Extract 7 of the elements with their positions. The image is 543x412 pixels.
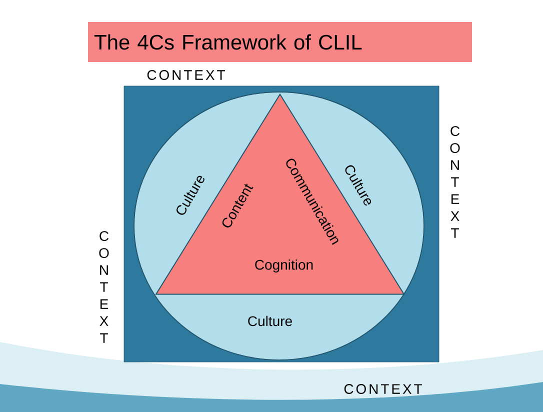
context-label: CONTEXT (99, 231, 109, 343)
context-label: CONTEXT (450, 126, 460, 238)
title-banner: The 4Cs Framework of CLIL (88, 22, 472, 62)
culture-label: Culture (248, 316, 292, 326)
context-label: CONTEXT (147, 70, 225, 80)
context-label: CONTEXT (344, 384, 422, 394)
c-label: Cognition (255, 259, 313, 273)
